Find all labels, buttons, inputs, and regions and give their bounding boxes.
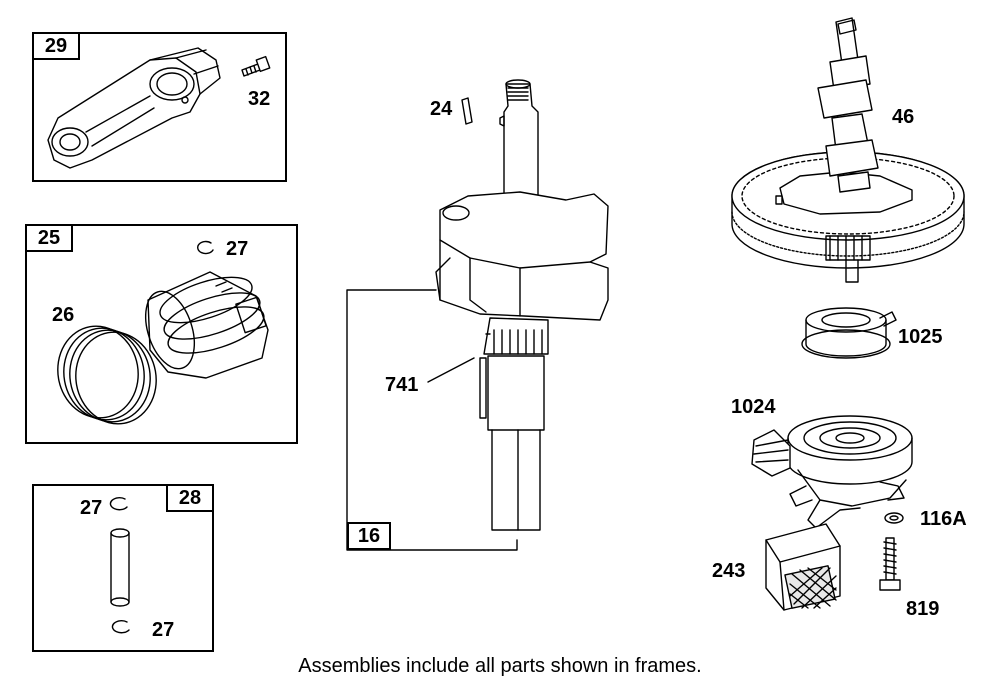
callout-1025: 1025 (898, 326, 943, 348)
frame-25 (25, 224, 298, 444)
callout-32: 32 (248, 88, 271, 110)
filter-243-drawing (765, 523, 841, 611)
frame-16-outline (346, 289, 518, 551)
governor-1024-drawing (751, 415, 913, 529)
callout-116a: 116A (920, 508, 967, 530)
camshaft-drawing (817, 17, 879, 193)
key-drawing (461, 97, 473, 125)
retaining-ring-28-bottom-drawing (111, 620, 130, 634)
callout-24: 24 (430, 98, 453, 120)
frame-label-25: 25 (25, 224, 73, 252)
frame-label-29: 29 (32, 32, 80, 60)
callout-1024: 1024 (731, 396, 776, 418)
callout-819: 819 (906, 598, 940, 620)
bolt-drawing (241, 55, 271, 77)
callout-741: 741 (385, 374, 419, 396)
callout-27-piston: 27 (226, 238, 249, 260)
piston-rings-drawing (57, 325, 157, 425)
footer-caption: Assemblies include all parts shown in fr… (298, 655, 702, 677)
retaining-ring-25-drawing (197, 240, 214, 255)
bearing-1025-drawing (801, 307, 897, 359)
frame-label-16: 16 (347, 522, 391, 550)
callout-27-pin-top: 27 (80, 497, 103, 519)
frame-label-28: 28 (166, 484, 214, 512)
leader-741 (427, 357, 475, 383)
piston-pin-drawing (110, 528, 130, 607)
cam-gear-drawing (731, 151, 965, 283)
retaining-ring-28-top-drawing (109, 497, 128, 511)
callout-243: 243 (712, 560, 746, 582)
crankshaft-drawing (435, 79, 609, 531)
washer-116a-drawing (884, 512, 904, 524)
connecting-rod-drawing (47, 47, 221, 169)
callout-27-pin-bottom: 27 (152, 619, 175, 641)
callout-46: 46 (892, 106, 915, 128)
piston-drawing (144, 271, 269, 379)
callout-26: 26 (52, 304, 75, 326)
frame-28 (32, 484, 214, 652)
frame-29 (32, 32, 287, 182)
screw-819-drawing (879, 537, 901, 591)
